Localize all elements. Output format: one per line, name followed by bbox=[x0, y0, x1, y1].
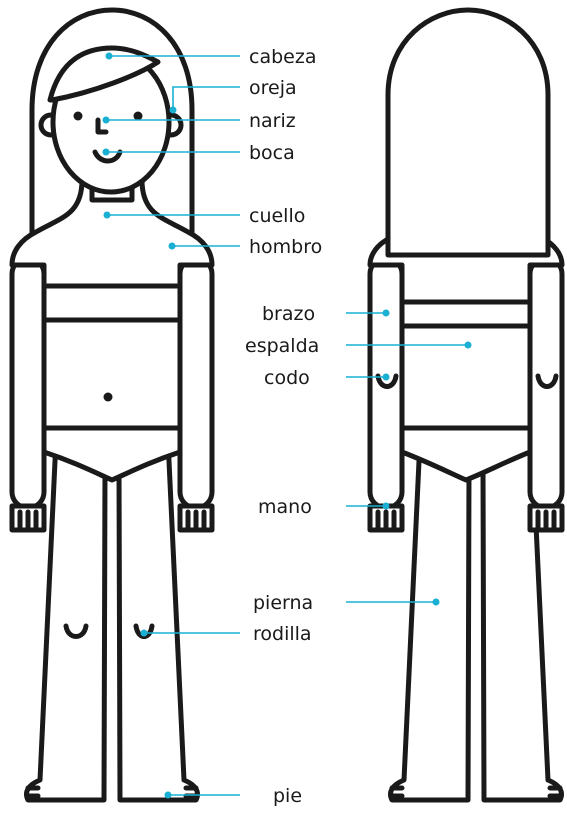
label-pierna: pierna bbox=[253, 592, 313, 614]
label-mano: mano bbox=[258, 496, 312, 518]
front-left-arm bbox=[9, 255, 47, 511]
label-rodilla: rodilla bbox=[253, 623, 312, 645]
front-underwear bbox=[41, 425, 183, 483]
front-right-arm bbox=[177, 255, 215, 511]
label-cabeza: cabeza bbox=[249, 46, 316, 68]
back-right-arm bbox=[527, 255, 565, 511]
label-espalda: espalda bbox=[245, 335, 319, 357]
front-figure bbox=[9, 7, 215, 803]
front-right-leg bbox=[116, 437, 200, 803]
label-hombro: hombro bbox=[249, 236, 322, 258]
label-cuello: cuello bbox=[249, 205, 305, 227]
back-left-leg bbox=[388, 437, 472, 803]
label-codo: codo bbox=[264, 367, 310, 389]
front-fringe bbox=[47, 45, 161, 103]
label-brazo: brazo bbox=[262, 303, 315, 325]
label-boca: boca bbox=[249, 142, 295, 164]
leaders bbox=[102, 52, 472, 799]
label-oreja: oreja bbox=[249, 77, 297, 99]
labels: cabeza oreja nariz boca cuello hombro br… bbox=[245, 46, 322, 807]
back-underwear bbox=[399, 425, 533, 483]
label-pie: pie bbox=[273, 785, 302, 807]
front-left-leg bbox=[24, 437, 108, 803]
back-left-arm bbox=[367, 255, 405, 511]
label-nariz: nariz bbox=[249, 110, 296, 132]
back-right-leg bbox=[480, 437, 564, 803]
back-figure bbox=[367, 7, 565, 803]
back-hair bbox=[385, 7, 551, 258]
